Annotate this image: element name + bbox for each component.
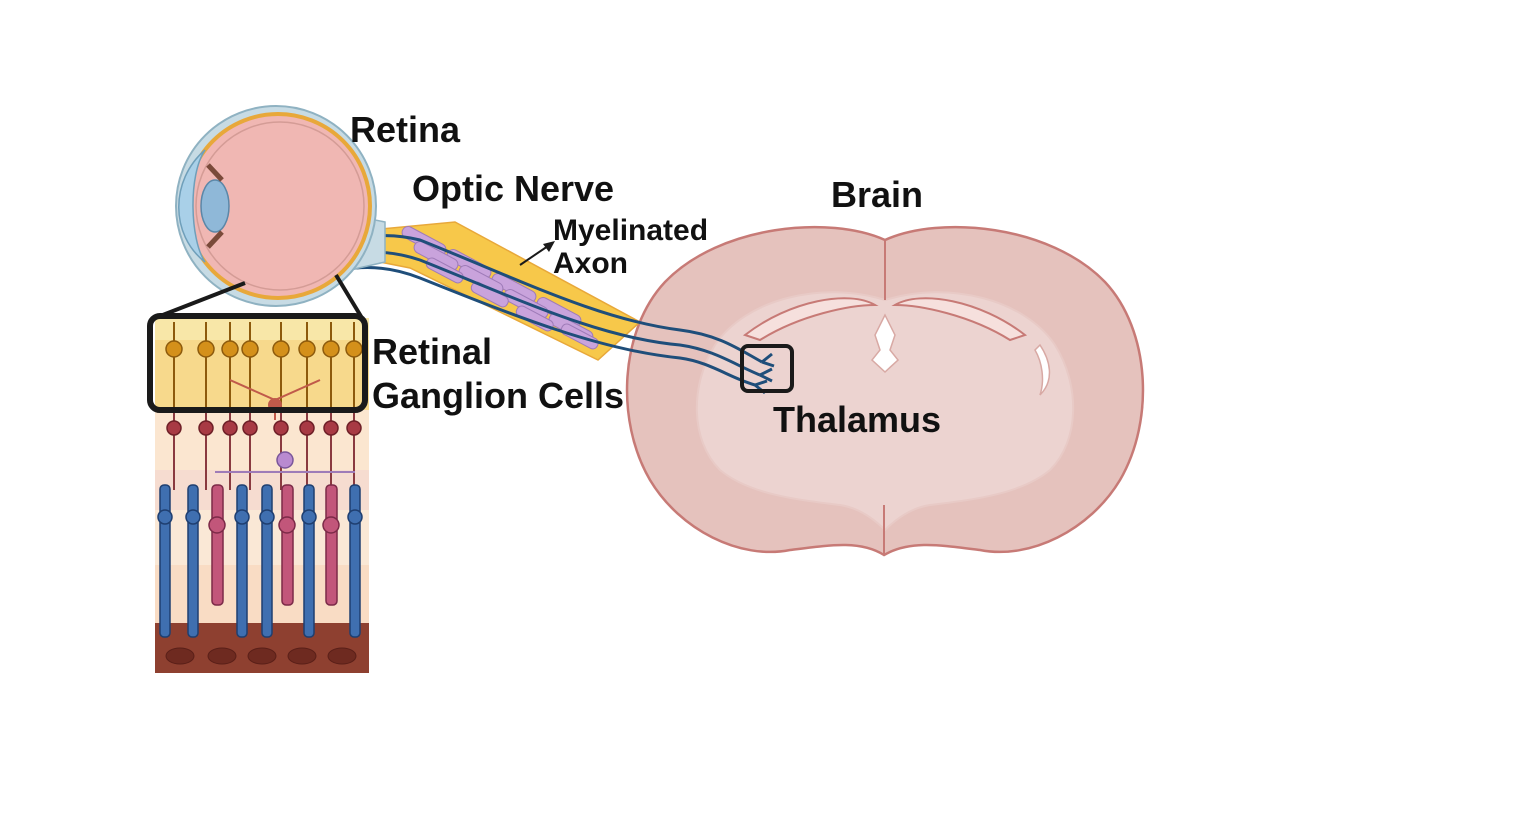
retina-cross-section <box>155 318 369 673</box>
lens <box>200 179 230 233</box>
thalamus-target-box <box>740 344 794 393</box>
zoom-connector-lines <box>154 273 364 320</box>
third-ventricle <box>870 313 900 374</box>
lateral-ventricle-right <box>1034 343 1051 396</box>
horizontal-cell <box>276 451 294 469</box>
hippocampus-right <box>891 297 1028 342</box>
layer-nerve-fiber <box>155 318 369 340</box>
iris <box>206 163 224 249</box>
vitreous-body <box>195 121 365 291</box>
ganglion-cell-highlight-box <box>147 313 368 413</box>
myelin-segments <box>401 226 599 350</box>
thalamus-label: Thalamus <box>773 399 942 440</box>
hippocampus-left <box>742 297 879 342</box>
midline-fissure <box>883 240 886 555</box>
layer-inner-plexiform <box>155 410 369 470</box>
brain-label: Brain <box>831 174 924 215</box>
optic-nerve <box>289 221 775 395</box>
myelinated-axon-label-line2: Axon <box>553 247 628 280</box>
rods <box>157 484 363 638</box>
rgc-label-line1: Retinal <box>372 331 493 372</box>
brain-section <box>625 225 1145 557</box>
photoreceptors <box>157 484 363 638</box>
rgc-label-line2: Ganglion Cells <box>372 375 625 416</box>
myelinated-axon-pointer <box>519 241 555 266</box>
optic-nerve-label: Optic Nerve <box>412 168 615 209</box>
retina-label: Retina <box>350 109 461 150</box>
myelinated-axon-label-line1: Myelinated <box>553 214 709 247</box>
eyeball <box>175 105 386 307</box>
bipolar-cells <box>166 410 362 490</box>
cones <box>208 484 340 606</box>
rpe-cells <box>165 647 357 665</box>
cornea <box>178 149 206 263</box>
ganglion-cells <box>165 322 363 410</box>
